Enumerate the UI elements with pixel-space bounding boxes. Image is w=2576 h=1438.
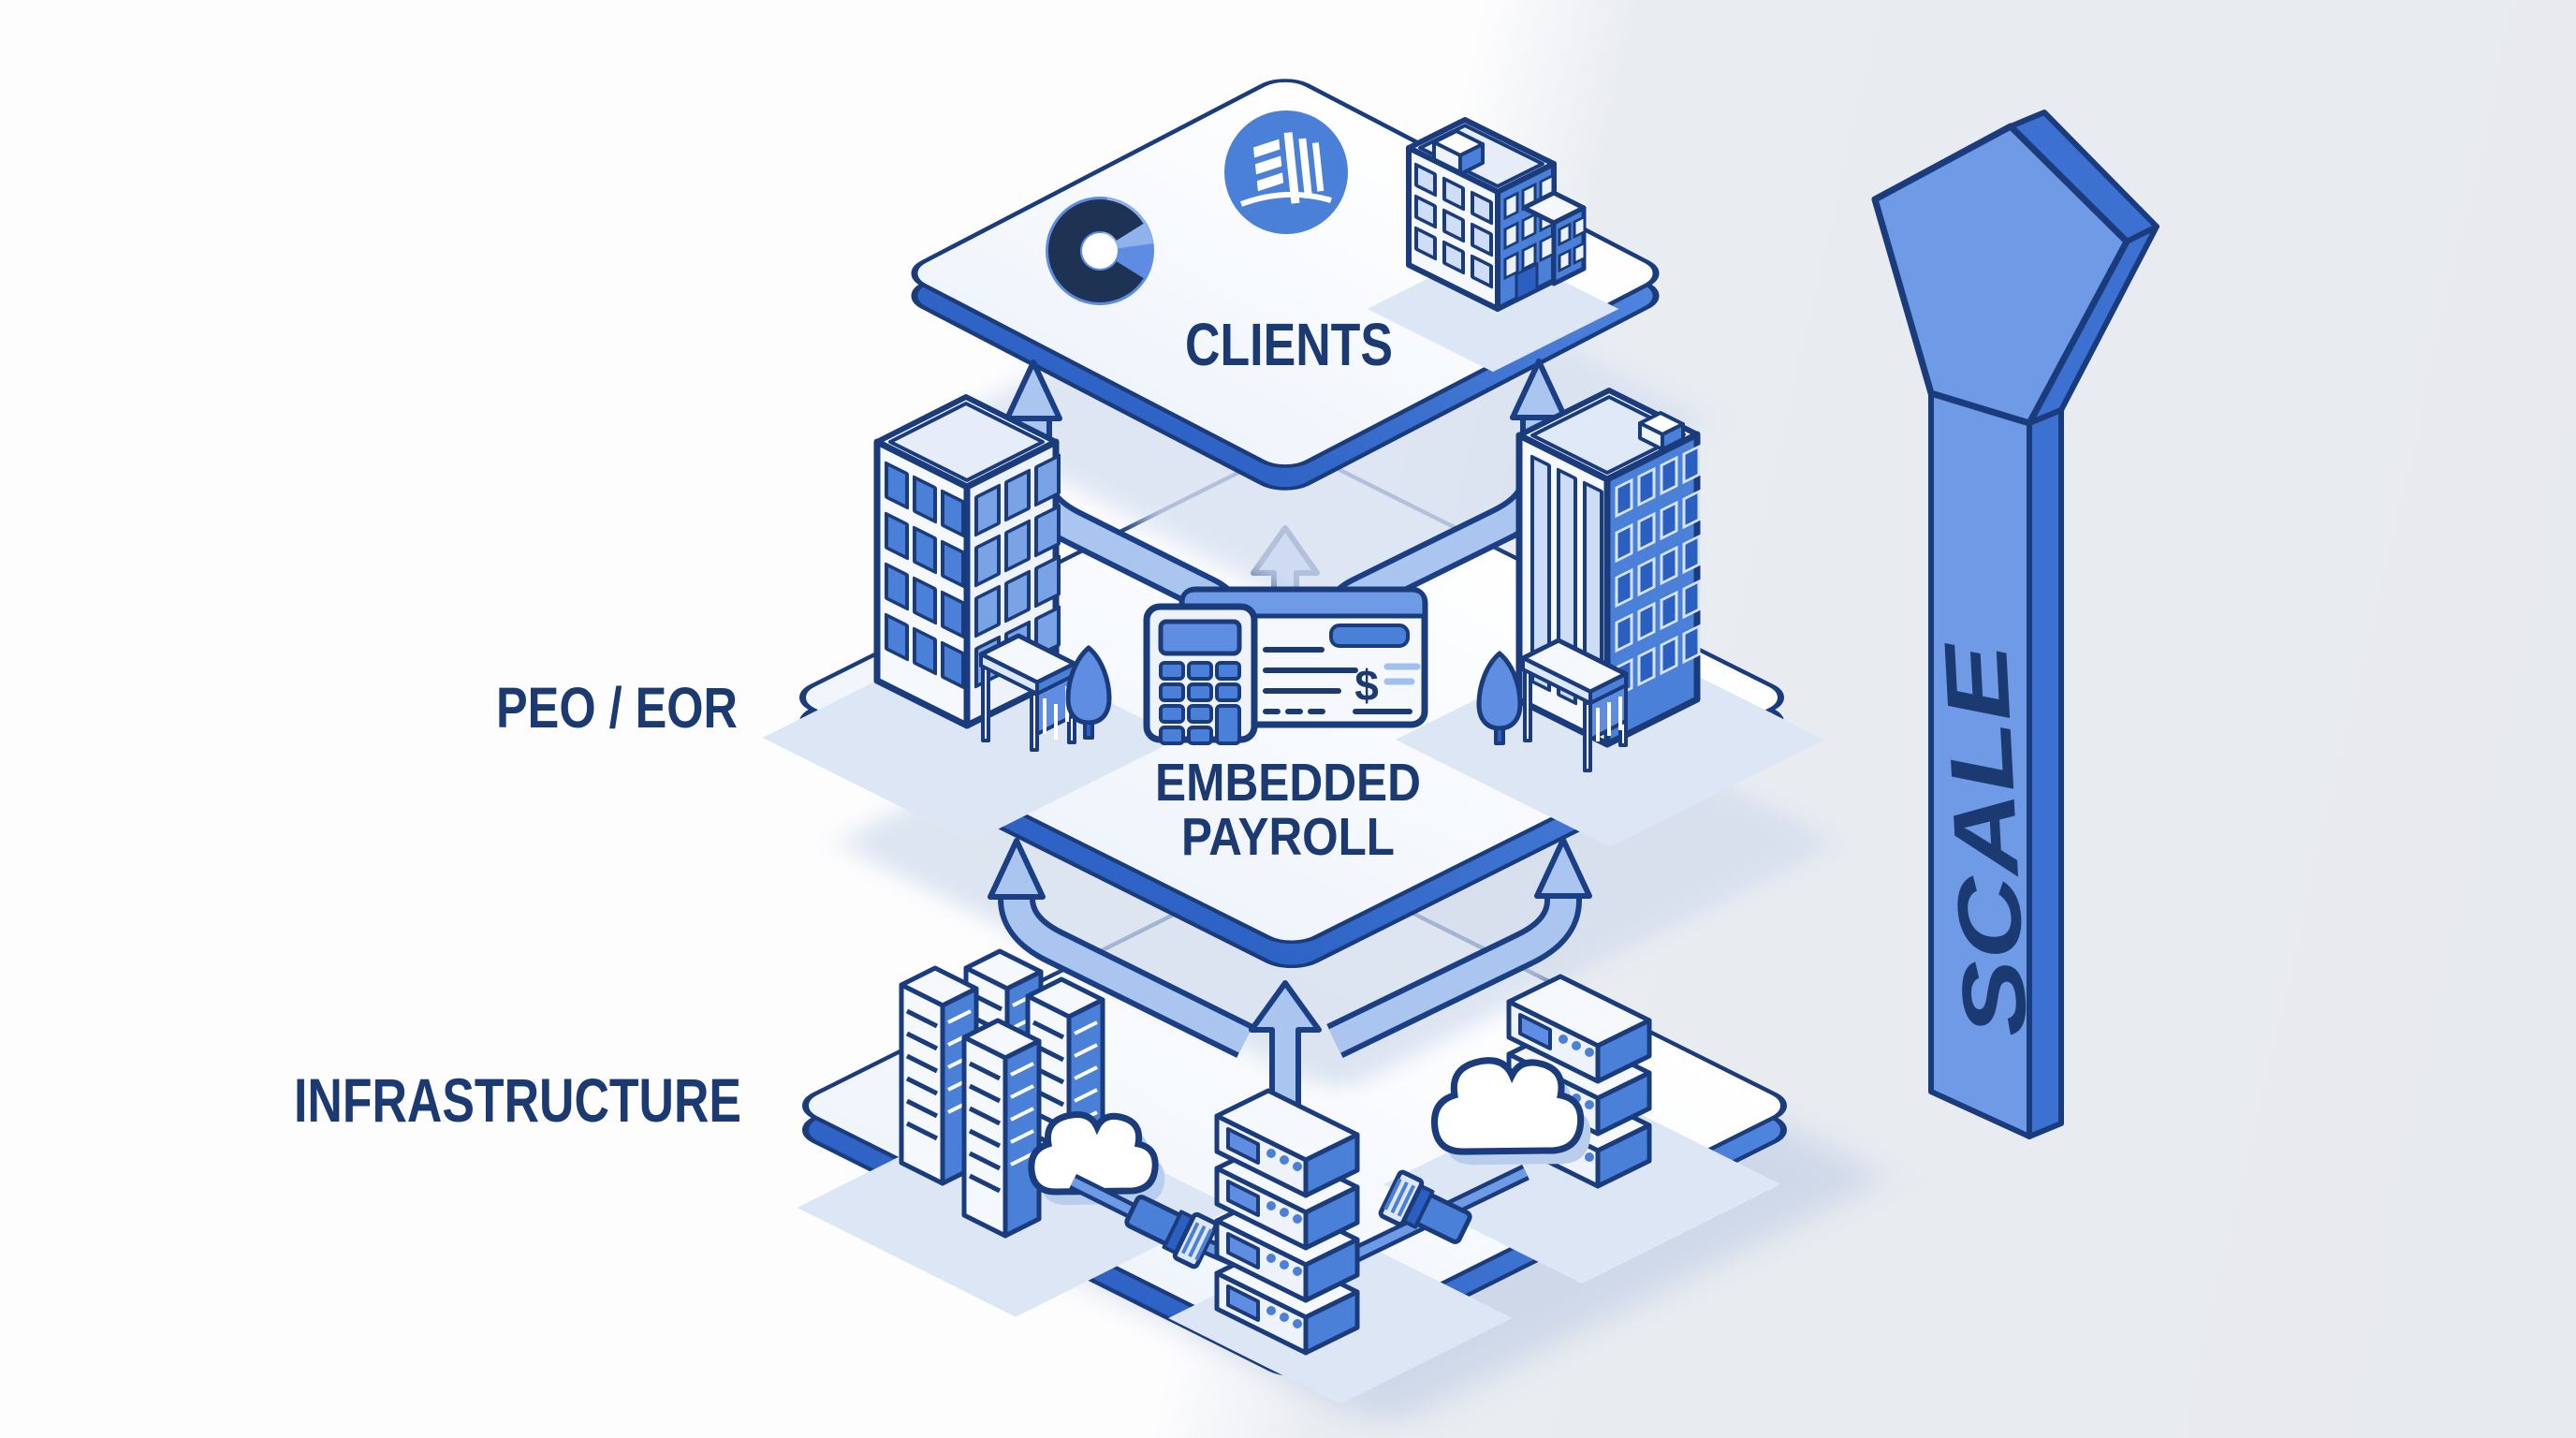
office-building-top-icon: [1406, 117, 1587, 312]
peo-eor-label: PEO / EOR: [496, 676, 738, 740]
calculator-icon: [1143, 603, 1258, 745]
server-stack-center-icon: [1217, 1091, 1357, 1353]
awning-icon: [1520, 638, 1629, 772]
peo-eor-content: $ EMBEDDED PAYROLL: [873, 388, 1701, 867]
infrastructure-content: [901, 951, 1649, 1353]
payroll-caption-line2: PAYROLL: [1181, 807, 1395, 867]
infrastructure-to-peo-arrows: [988, 837, 1592, 1136]
clients-content: CLIENTS: [1046, 110, 1587, 378]
embedded-caption-line1: EMBEDDED: [1155, 753, 1421, 813]
clients-label: CLIENTS: [1185, 311, 1393, 378]
curved-arrow-right-icon: [1326, 837, 1592, 1058]
clients-layer-plane: [911, 79, 1701, 614]
embedded-payroll-icon: $: [1143, 586, 1428, 745]
infrastructure-label: INFRASTRUCTURE: [294, 1065, 741, 1135]
aperture-logo-icon: [1046, 197, 1154, 305]
building-circle-logo-icon: [1224, 110, 1348, 234]
curved-arrow-left-icon: [988, 838, 1253, 1058]
scale-label: SCALE: [1926, 638, 2046, 1039]
office-building-right-icon: [1479, 388, 1701, 772]
scale-arrow: SCALE: [1871, 110, 2159, 1139]
office-building-left-icon: [873, 394, 1109, 752]
currency-symbol: $: [1354, 661, 1379, 710]
